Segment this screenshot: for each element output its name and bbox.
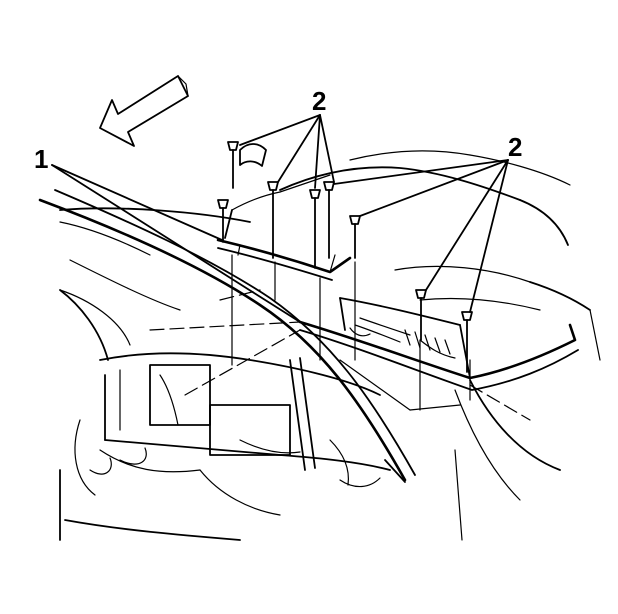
- fastener-pin: [461, 311, 473, 373]
- forward-arrow-icon: [99, 75, 189, 147]
- alignment-lines: [149, 254, 531, 421]
- fastener-pin: [415, 289, 427, 341]
- fastener-pin: [349, 215, 361, 259]
- callout-1: 1: [34, 144, 48, 174]
- fasteners: [217, 141, 473, 373]
- right-cowl-vent-panel: [298, 297, 579, 391]
- fastener-pin: [323, 181, 335, 259]
- leader-lines: [51, 114, 509, 323]
- fastener-pin: [217, 199, 229, 243]
- fastener-pin: [227, 141, 239, 189]
- callout-2-right: 2: [508, 132, 522, 162]
- callout-2-left: 2: [312, 86, 326, 116]
- windshield-frame: [38, 189, 416, 482]
- cowl-module: [59, 352, 406, 541]
- vehicle-body-outline: [59, 150, 601, 541]
- fastener-pin: [267, 181, 279, 259]
- fastener-pin: [309, 189, 321, 269]
- left-cowl-vent-panel: [216, 143, 352, 281]
